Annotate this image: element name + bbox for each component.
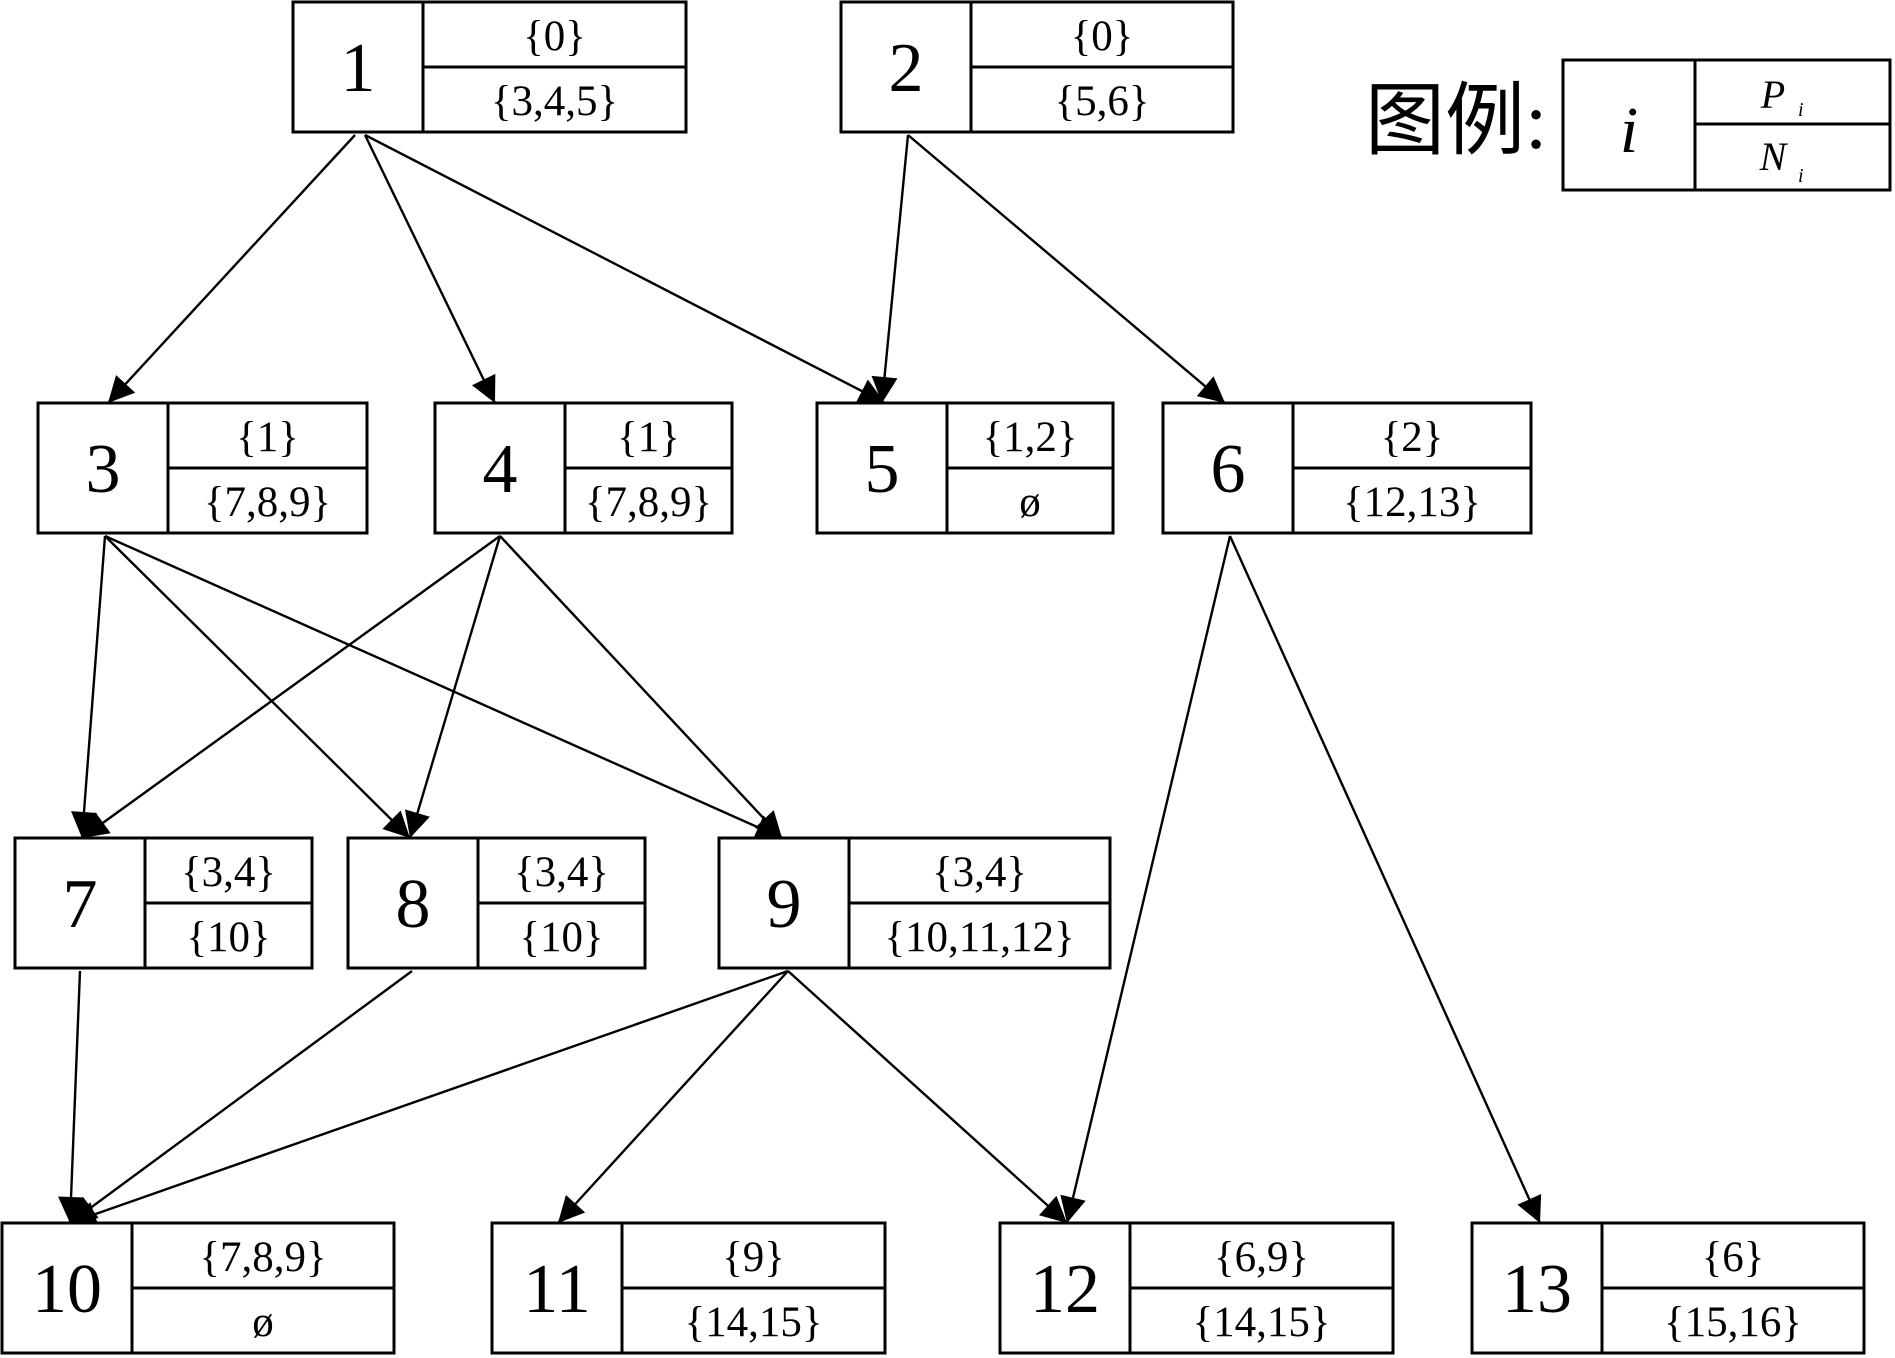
node-n-set: {3,4,5}: [491, 78, 618, 125]
node-p-set: {0}: [1071, 13, 1134, 60]
node-n-set: {14,15}: [684, 1299, 822, 1346]
node-12: 12 {6,9} {14,15}: [998, 1221, 1395, 1355]
legend-node-symbol: i: [1620, 94, 1638, 167]
node-2: 2 {0} {5,6}: [839, 0, 1235, 134]
edge-1-to-4: [363, 134, 497, 404]
node-9: 9 {3,4} {10,11,12}: [717, 836, 1112, 970]
edge-3-to-7: [71, 535, 107, 839]
node-n-set: {10}: [519, 914, 603, 961]
node-p-set: {9}: [722, 1234, 785, 1281]
node-id: 4: [483, 431, 518, 508]
node-id: 1: [341, 30, 376, 107]
node-1: 1 {0} {3,4,5}: [291, 0, 688, 134]
node-p-set: {7,8,9}: [199, 1234, 326, 1281]
node-8: 8 {3,4} {10}: [346, 836, 647, 970]
edge-3-to-8: [104, 535, 411, 839]
node-5: 5 {1,2} ø: [815, 401, 1115, 535]
edge-9-to-11: [557, 970, 789, 1224]
node-id: 9: [767, 866, 802, 943]
node-p-set: {0}: [523, 13, 586, 60]
node-n-set: {7,8,9}: [585, 479, 712, 526]
legend: 图例: i P i N i: [1365, 58, 1892, 192]
edge-6-to-13: [1228, 535, 1542, 1224]
edge-9-to-10: [69, 969, 789, 1227]
edges-layer: [58, 133, 1542, 1227]
node-n-set: {12,13}: [1343, 479, 1481, 526]
edge-7-to-10: [58, 970, 85, 1224]
edge-6-to-12: [1060, 535, 1232, 1224]
node-id: 5: [865, 431, 900, 508]
edge-4-to-7: [81, 535, 501, 839]
legend-title: 图例:: [1365, 78, 1547, 166]
node-p-set: {3,4}: [514, 849, 609, 896]
node-11: 11 {9} {14,15}: [490, 1221, 887, 1355]
node-id: 3: [86, 431, 121, 508]
node-p-set: {3,4}: [181, 849, 276, 896]
edge-8-to-10: [69, 970, 413, 1224]
node-p-set: {1}: [236, 414, 299, 461]
node-p-set: {3,4}: [932, 849, 1027, 896]
node-p-set: {1,2}: [982, 414, 1077, 461]
legend-p-label: P i: [1760, 72, 1804, 121]
node-p-set: {6,9}: [1214, 1234, 1309, 1281]
svg-text:i: i: [1798, 99, 1804, 121]
svg-text:i: i: [1798, 165, 1804, 187]
svg-text:N: N: [1759, 134, 1789, 179]
edge-2-to-5: [871, 134, 910, 404]
node-n-set: {10,11,12}: [884, 914, 1074, 961]
node-n-set: {5,6}: [1054, 78, 1149, 125]
edge-3-to-9: [104, 534, 783, 840]
node-n-set: ø: [252, 1299, 274, 1346]
node-3: 3 {1} {7,8,9}: [36, 401, 369, 535]
node-n-set: {15,16}: [1664, 1299, 1802, 1346]
node-4: 4 {1} {7,8,9}: [433, 401, 734, 535]
node-7: 7 {3,4} {10}: [13, 836, 314, 970]
node-13: 13 {6} {15,16}: [1470, 1221, 1866, 1355]
node-n-set: {10}: [186, 914, 270, 961]
node-id: 7: [63, 866, 98, 943]
edge-2-to-6: [907, 134, 1226, 404]
node-id: 6: [1211, 431, 1246, 508]
node-id: 10: [32, 1251, 102, 1328]
node-6: 6 {2} {12,13}: [1161, 401, 1533, 535]
node-id: 13: [1502, 1251, 1572, 1328]
node-id: 8: [396, 866, 431, 943]
node-id: 12: [1030, 1251, 1100, 1328]
node-n-set: {14,15}: [1192, 1299, 1330, 1346]
edge-4-to-9: [499, 535, 783, 839]
edge-4-to-8: [404, 535, 502, 839]
edge-9-to-12: [787, 970, 1068, 1224]
node-p-set: {1}: [617, 414, 680, 461]
legend-n-label: N i: [1759, 134, 1804, 187]
node-10: 10 {7,8,9} ø: [0, 1221, 396, 1355]
node-id: 11: [523, 1251, 590, 1328]
node-id: 2: [889, 30, 924, 107]
node-p-set: {6}: [1702, 1234, 1765, 1281]
node-n-set: {7,8,9}: [204, 479, 331, 526]
edge-1-to-5: [364, 133, 886, 405]
edge-1-to-3: [107, 134, 356, 404]
node-n-set: ø: [1019, 479, 1041, 526]
node-p-set: {2}: [1381, 414, 1444, 461]
svg-text:P: P: [1760, 72, 1785, 117]
